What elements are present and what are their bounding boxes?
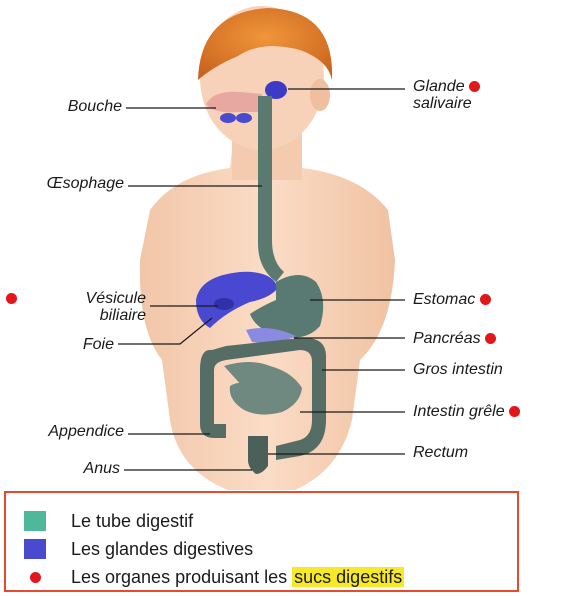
label-glande-line2: salivaire [413,95,513,112]
label-gros-intestin: Gros intestin [413,361,553,378]
marker-glande [469,81,480,92]
label-intestin-grele-text: Intestin grêle [413,403,505,420]
label-estomac-text: Estomac [413,291,475,308]
label-vesicule: Vésicule biliaire [28,290,146,324]
gallbladder [214,298,234,310]
rectum [248,436,268,474]
label-anus: Anus [40,460,120,477]
legend-text-organes-highlight: sucs digestifs [292,567,404,587]
legend-marker-organes [30,572,41,583]
ear [310,79,330,111]
label-appendice: Appendice [6,423,124,440]
label-oesophage: Œsophage [8,175,124,192]
marker-intestin-grele [509,406,520,417]
legend-box: Le tube digestif Les glandes digestives … [4,491,519,592]
label-pancreas-text: Pancréas [413,330,481,347]
label-glande-text1: Glande [413,78,465,95]
label-vesicule-line2: biliaire [28,307,146,324]
legend-text-glandes: Les glandes digestives [71,537,253,561]
label-intestin-grele: Intestin grêle [413,403,559,420]
label-glande: Glande salivaire [413,78,513,112]
label-rectum: Rectum [413,444,533,461]
label-glande-line1: Glande [413,78,513,95]
legend-text-organes-prefix: Les organes produisant les [71,567,287,587]
marker-pancreas [485,333,496,344]
legend-text-organes: Les organes produisant les sucs digestif… [71,565,404,589]
label-foie: Foie [40,336,114,353]
label-vesicule-line1: Vésicule [28,290,146,307]
label-pancreas: Pancréas [413,330,553,347]
marker-estomac [480,294,491,305]
marker-vesicule [6,293,17,304]
legend-swatch-glandes [24,539,46,559]
label-estomac: Estomac [413,291,553,308]
legend-text-tube: Le tube digestif [71,509,193,533]
legend-swatch-tube [24,511,46,531]
label-bouche: Bouche [34,98,122,115]
